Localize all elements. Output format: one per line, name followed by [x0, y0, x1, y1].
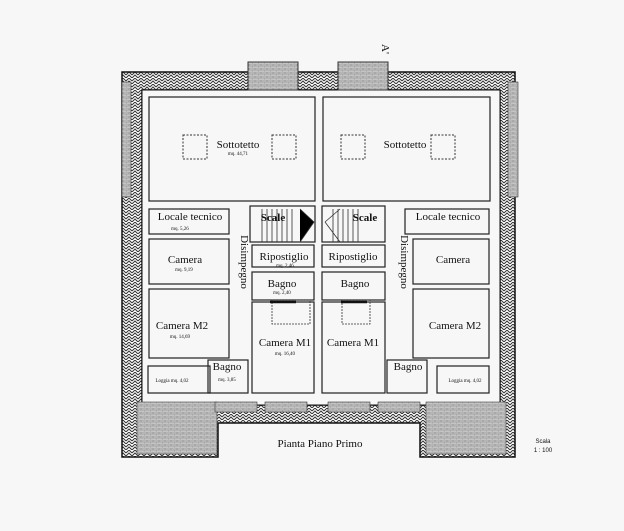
room-outlines: [147, 96, 491, 394]
room-label: Bagno: [394, 361, 423, 373]
room-label: Loggia mq. 4,02: [155, 379, 189, 384]
room-label: Scale: [353, 212, 378, 224]
room-label: Camera M1: [327, 337, 379, 349]
room-area: mq. 9,19: [175, 268, 193, 273]
room-label: Camera: [168, 254, 202, 266]
room-label: Ripostiglio: [329, 251, 378, 263]
scale-value: 1 : 100: [534, 448, 553, 454]
cladding-left: [121, 81, 132, 198]
terrace-left: [136, 401, 218, 455]
room-area: mq. 3,85: [218, 378, 236, 383]
room-label: Camera: [436, 254, 470, 266]
room-label: Disimpegno: [398, 235, 410, 289]
room-area: mq. 16,40: [275, 352, 296, 357]
chimney-right: [337, 61, 389, 91]
room-area: mq. 5,26: [171, 227, 189, 232]
room-area: mq. 44,71: [228, 152, 249, 157]
room-area: mq. 2,46: [276, 264, 294, 269]
room-label: Bagno: [341, 278, 370, 290]
room-label: Disimpegno: [238, 235, 250, 289]
windows: [214, 401, 421, 413]
skylights: [182, 134, 456, 160]
scale-label: Scala: [535, 439, 551, 445]
room-label: Sottotetto: [217, 139, 260, 151]
section-mark: A': [379, 44, 391, 54]
room-label: Bagno: [268, 278, 297, 290]
terrace-right: [425, 401, 507, 455]
room-label: Locale tecnico: [158, 211, 223, 223]
room-area: mq. 2,40: [273, 291, 291, 296]
room-label: Scale: [261, 212, 286, 224]
room-label: Ripostiglio: [260, 251, 309, 263]
room-label: Camera M1: [259, 337, 311, 349]
room-label: Camera M2: [429, 320, 481, 332]
room-label: Loggia mq. 4,02: [448, 379, 482, 384]
cladding-right: [507, 81, 519, 198]
room-area: mq. 14,69: [170, 335, 191, 340]
room-label: Locale tecnico: [416, 211, 481, 223]
chimney-left: [247, 61, 299, 91]
room-label: Camera M2: [156, 320, 208, 332]
room-label: Sottotetto: [384, 139, 427, 151]
plan-title: Pianta Piano Primo: [278, 438, 363, 450]
room-label: Bagno: [213, 361, 242, 373]
stairs: [261, 208, 371, 325]
